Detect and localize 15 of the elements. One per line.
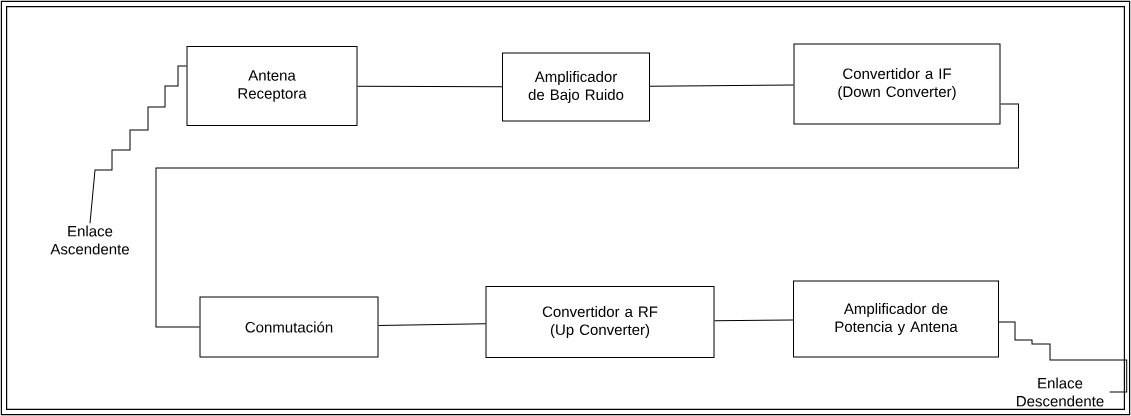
process-box: Convertidor a RF (Up Converter) bbox=[485, 286, 715, 358]
link-label: Enlace Descendente bbox=[1017, 377, 1104, 407]
process-box: Antena Receptora bbox=[186, 46, 358, 126]
process-box: Convertidor a IF (Down Converter) bbox=[793, 43, 1001, 125]
connector-line bbox=[155, 103, 1019, 328]
connector-line bbox=[714, 319, 794, 322]
connector-line bbox=[357, 85, 503, 88]
connector-line bbox=[378, 323, 486, 327]
link-label: Enlace Ascendente bbox=[50, 225, 129, 255]
zigzag-line bbox=[998, 321, 1128, 393]
connector-line bbox=[649, 84, 794, 87]
process-box: Amplificador de Potencia y Antena bbox=[793, 280, 999, 358]
process-box: Amplificador de Bajo Ruido bbox=[502, 52, 650, 122]
zigzag-line bbox=[89, 65, 187, 224]
process-box: Conmutación bbox=[199, 296, 379, 358]
